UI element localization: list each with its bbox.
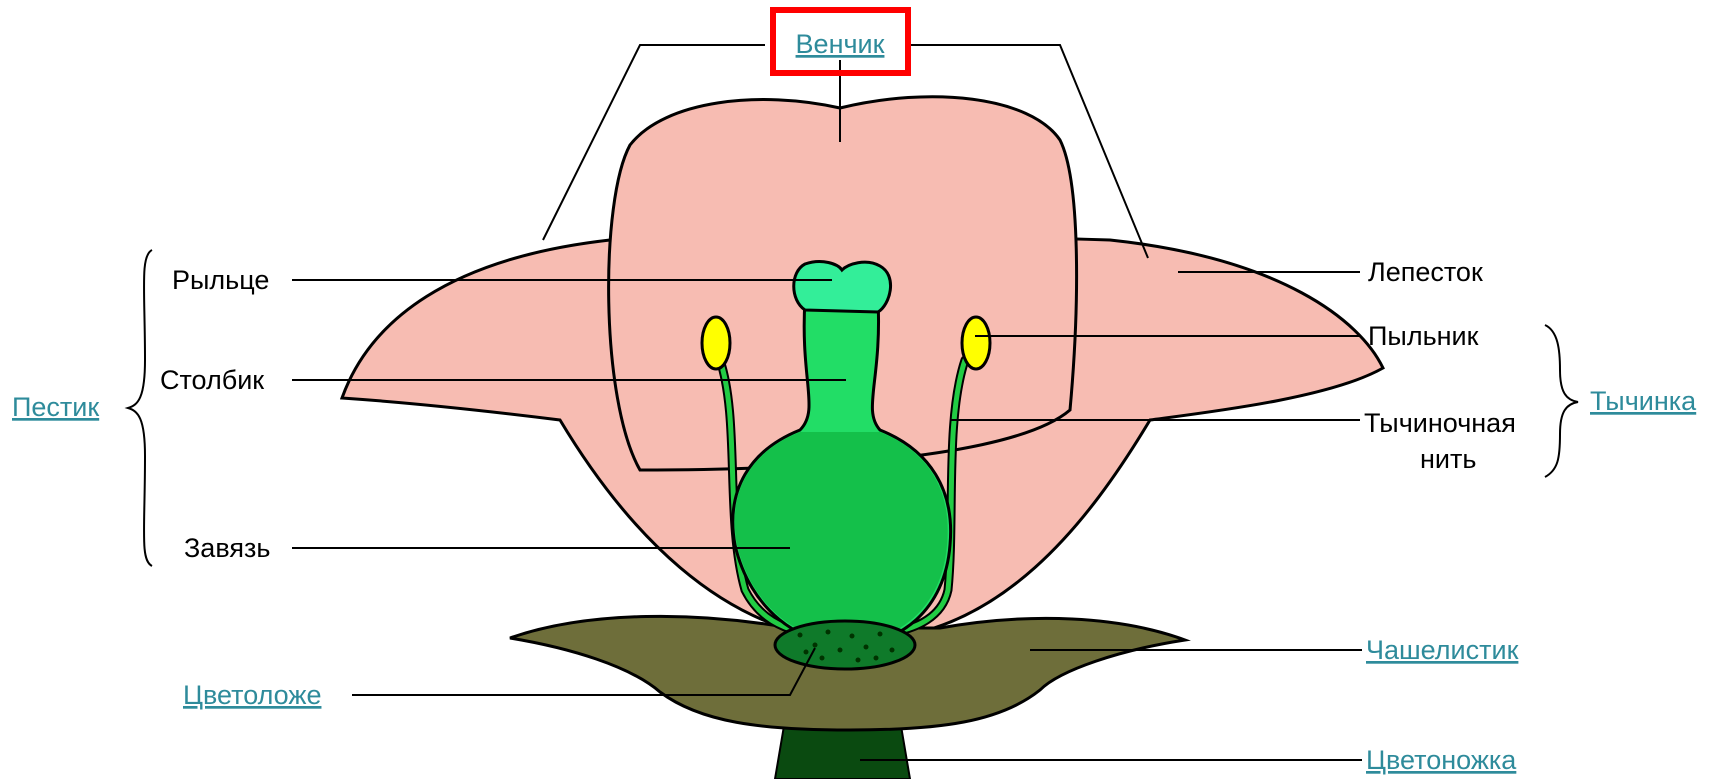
filament-label-line2: нить <box>1420 444 1476 474</box>
petal-label: Лепесток <box>1368 257 1483 287</box>
right-anther <box>962 317 990 369</box>
anther-label: Пыльник <box>1368 321 1479 351</box>
corolla-link[interactable]: Венчик <box>796 29 885 59</box>
pedicel-link[interactable]: Цветоножка <box>1366 745 1517 775</box>
stigma <box>794 262 891 312</box>
stamen-link[interactable]: Тычинка <box>1590 386 1697 416</box>
receptacle <box>775 621 915 669</box>
style-label: Столбик <box>160 365 264 395</box>
stamen-brace <box>1545 325 1578 477</box>
ovary-label: Завязь <box>184 533 270 563</box>
filament-label-line1: Тычиночная <box>1364 408 1516 438</box>
sepal-link[interactable]: Чашелистик <box>1366 635 1519 665</box>
pistil-link[interactable]: Пестик <box>12 392 99 422</box>
receptacle-link[interactable]: Цветоложе <box>183 680 321 710</box>
left-anther <box>702 317 730 369</box>
pistil-brace <box>128 250 152 566</box>
stigma-label: Рыльце <box>172 265 269 295</box>
